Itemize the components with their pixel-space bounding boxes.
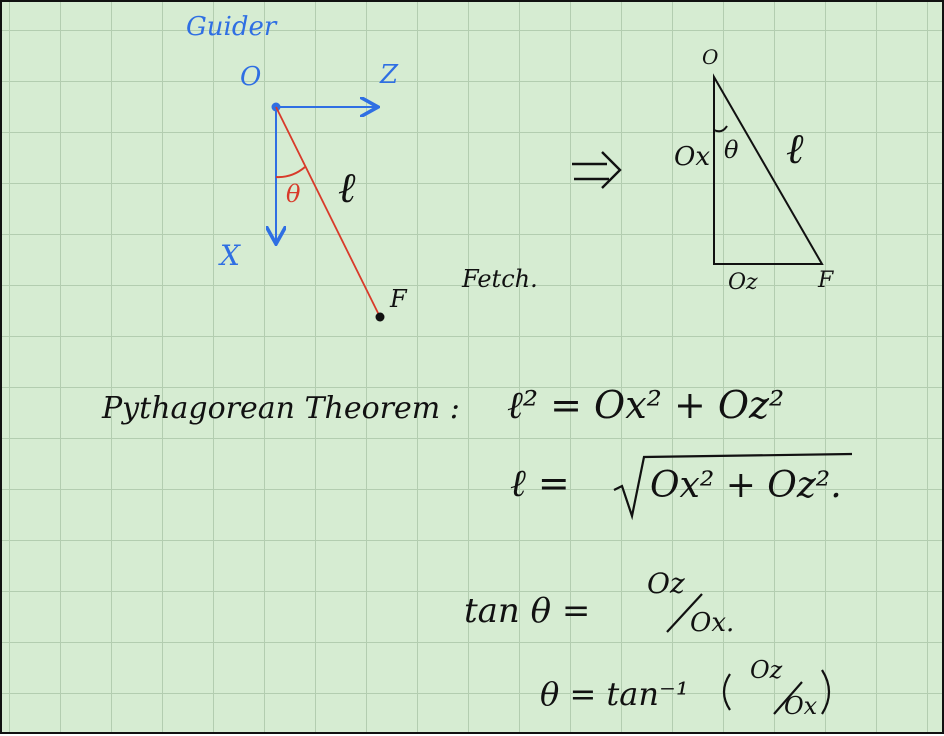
length-label: ℓ [338, 163, 356, 212]
sqrt-sign [613, 452, 853, 521]
fetch-label: Fetch. [462, 265, 538, 293]
equation-3-lhs: tan θ = [464, 591, 591, 631]
pythagorean-label: Pythagorean Theorem : [102, 391, 460, 426]
equation-4-denominator: Ox [784, 692, 818, 720]
equation-4-numerator: Oz [750, 656, 783, 684]
angle-label: θ [286, 180, 301, 208]
fraction-slash-2 [773, 681, 803, 715]
equation-4-lhs: θ = tan⁻¹ [540, 675, 689, 713]
equation-3-denominator: Ox. [690, 608, 735, 638]
triangle-angle-label: θ [724, 136, 739, 164]
right-triangle [713, 73, 824, 265]
vertical-side-label: Ox [674, 142, 710, 172]
length-line [275, 106, 381, 318]
equation-2-lhs: ℓ = [510, 461, 570, 505]
equation-2-radicand: Ox² + Oz². [650, 465, 842, 506]
z-axis-label: Z [380, 60, 399, 90]
triangle-angle-arc [713, 125, 728, 133]
triangle-top-vertex: O [702, 45, 719, 69]
equation-1: ℓ² = Ox² + Oz² [507, 383, 785, 427]
angle-arc [275, 166, 306, 179]
fraction-slash-1 [666, 593, 703, 633]
origin-label: O [240, 62, 262, 92]
point-f-dot [375, 312, 385, 322]
right-paren [821, 669, 831, 715]
horizontal-side-label: Oz [728, 270, 758, 295]
hypotenuse-label: ℓ [786, 124, 804, 173]
x-axis-label: X [220, 239, 240, 272]
triangle-f-vertex: F [818, 268, 834, 293]
left-paren [722, 673, 731, 711]
point-f-label: F [390, 285, 407, 313]
equation-3-numerator: Oz [647, 567, 685, 600]
guider-title: Guider [186, 12, 277, 42]
implies-arrow [572, 151, 622, 189]
